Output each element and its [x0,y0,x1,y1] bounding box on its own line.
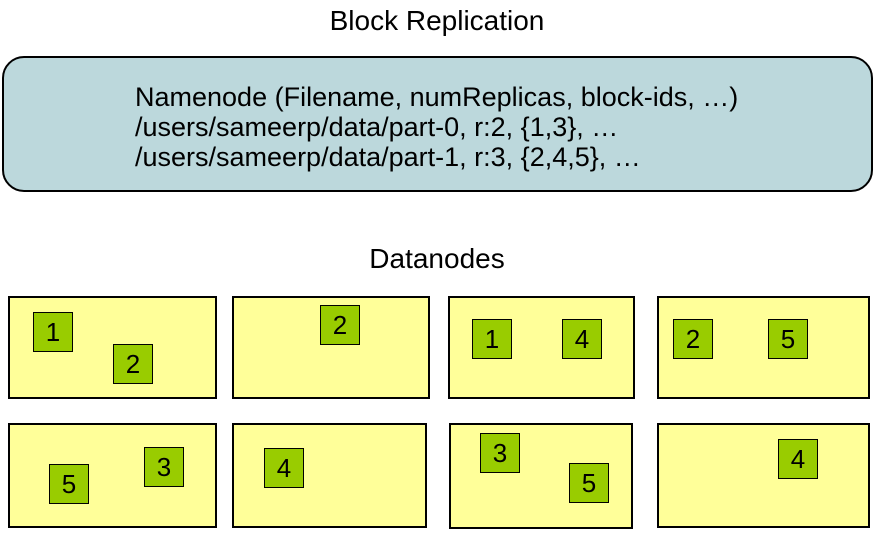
block-5: 5 [768,319,808,359]
block-4: 4 [264,448,304,488]
block-label: 5 [581,467,597,498]
block-4: 4 [778,439,818,479]
block-label: 3 [156,451,172,482]
block-1: 1 [33,312,73,352]
block-2: 2 [113,344,153,384]
block-label: 4 [276,452,292,483]
block-4: 4 [562,319,602,359]
block-2: 2 [320,305,360,345]
block-label: 1 [484,323,500,354]
namenode-line: /users/sameerp/data/part-1, r:3, {2,4,5}… [135,142,641,172]
block-2: 2 [673,319,713,359]
block-label: 3 [492,437,508,468]
block-5: 5 [49,464,89,504]
datanode-2: 2 [232,296,430,399]
block-3: 3 [144,447,184,487]
block-5: 5 [569,463,609,503]
page-title: Block Replication [329,5,545,36]
block-label: 5 [61,468,77,499]
datanode-8: 4 [657,423,870,528]
block-label: 1 [45,316,61,347]
block-label: 4 [790,443,806,474]
block-label: 2 [685,323,701,354]
datanodes-heading: Datanodes [369,243,505,274]
block-label: 2 [332,309,348,340]
block-1: 1 [472,319,512,359]
datanode-6: 4 [232,423,427,528]
block-3: 3 [480,433,520,473]
block-label: 5 [780,323,796,354]
namenode-box: Namenode (Filename, numReplicas, block-i… [2,56,873,192]
block-label: 2 [125,348,141,379]
namenode-line: /users/sameerp/data/part-0, r:2, {1,3}, … [135,112,619,142]
namenode-line: Namenode (Filename, numReplicas, block-i… [135,82,739,112]
block-label: 4 [574,323,590,354]
namenode-text: Namenode (Filename, numReplicas, block-i… [135,82,738,172]
